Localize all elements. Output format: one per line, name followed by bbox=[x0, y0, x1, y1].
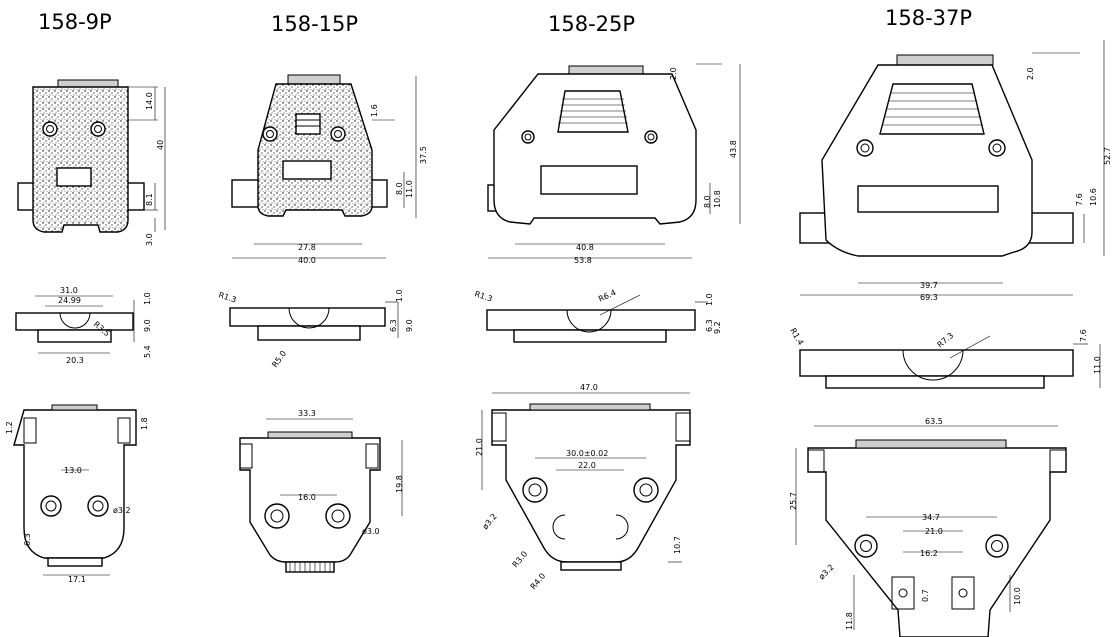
dim-25p-r6-4: R6.4 bbox=[597, 288, 617, 304]
dim-37p-11-8: 11.8 bbox=[845, 612, 854, 630]
dim-25p-22-0: 22.0 bbox=[578, 461, 596, 470]
view-158-15p-front bbox=[231, 74, 417, 259]
dim-15p-19-8: 19.8 bbox=[395, 475, 404, 493]
dim-25p-1-0: 1.0 bbox=[705, 293, 714, 306]
dim-25p-9-2: 9.2 bbox=[713, 321, 722, 334]
dim-25p-10-7: 10.7 bbox=[673, 536, 682, 554]
title-158-37p: 158-37P bbox=[885, 6, 973, 30]
dim-25p-d3-2: ø3.2 bbox=[481, 512, 499, 531]
dim-9p-14: 14.0 bbox=[145, 92, 154, 110]
title-158-9p: 158-9P bbox=[38, 10, 112, 34]
view-158-25p-side bbox=[486, 294, 708, 343]
dim-9p-6-3: 6.3 bbox=[23, 533, 32, 546]
dim-15p-16-0: 16.0 bbox=[298, 493, 316, 502]
dim-37p-69-3: 69.3 bbox=[920, 293, 938, 302]
dim-37p-7-6: 7.6 bbox=[1075, 193, 1084, 206]
dim-37p-r7-3: R7.3 bbox=[936, 331, 956, 350]
dim-37p-39-7: 39.7 bbox=[920, 281, 938, 290]
dim-37p-63-5: 63.5 bbox=[925, 417, 943, 426]
dim-37p-34-7: 34.7 bbox=[922, 513, 940, 522]
view-158-15p-side bbox=[229, 301, 399, 341]
title-158-15p: 158-15P bbox=[271, 12, 359, 36]
dim-25p-21-0: 21.0 bbox=[475, 438, 484, 456]
dim-25p-r1-3: R1.3 bbox=[473, 289, 493, 303]
dim-15p-6-3: 6.3 bbox=[389, 319, 398, 332]
dim-15p-1-6: 1.6 bbox=[370, 104, 379, 117]
dim-25p-40-8: 40.8 bbox=[576, 243, 594, 252]
dim-37p-25-7: 25.7 bbox=[789, 492, 798, 510]
dim-25p-43-8: 43.8 bbox=[729, 140, 738, 158]
dim-25p-6-3: 6.3 bbox=[705, 319, 714, 332]
view-158-37p-front bbox=[799, 40, 1105, 296]
dim-15p-11-0: 11.0 bbox=[405, 180, 414, 198]
dim-37p-r1-4: R1.4 bbox=[788, 327, 805, 347]
dim-15p-9-0: 9.0 bbox=[405, 319, 414, 332]
dim-37p-0-7: 0.7 bbox=[921, 589, 930, 602]
view-158-15p-inside bbox=[239, 418, 403, 573]
view-158-37p-side bbox=[799, 335, 1101, 389]
dim-9p-3-0: 3.0 bbox=[145, 233, 154, 246]
dim-25p-r4-0: R4.0 bbox=[529, 571, 548, 591]
dim-37p-16-2: 16.2 bbox=[920, 549, 938, 558]
dim-37p-11-0: 11.0 bbox=[1093, 356, 1102, 374]
dim-15p-d3-0: ø3.0 bbox=[362, 527, 380, 536]
dim-15p-r1-3: R1.3 bbox=[217, 290, 237, 304]
view-158-9p-inside bbox=[13, 404, 137, 576]
dim-15p-8-0: 8.0 bbox=[395, 182, 404, 195]
view-158-25p-front bbox=[487, 63, 741, 259]
dim-25p-2-0: 2.0 bbox=[669, 67, 678, 80]
dim-9p-1-8: 1.8 bbox=[140, 417, 149, 430]
dim-9p-31: 31.0 bbox=[60, 286, 78, 295]
dim-15p-1-0: 1.0 bbox=[395, 289, 404, 302]
dim-9p-24-99: 24.99 bbox=[58, 296, 81, 305]
view-158-9p-side bbox=[15, 295, 135, 354]
dim-25p-47-0: 47.0 bbox=[580, 383, 598, 392]
dim-15p-37-5: 37.5 bbox=[419, 146, 428, 164]
dim-9p-40: 40 bbox=[156, 140, 165, 150]
dim-25p-30-0: 30.0±0.02 bbox=[566, 449, 608, 458]
dim-37p-10-0: 10.0 bbox=[1013, 587, 1022, 605]
dim-37p-d3-2: ø3.2 bbox=[817, 563, 836, 582]
dim-9p-5-4: 5.4 bbox=[143, 345, 152, 358]
dim-25p-8-0: 8.0 bbox=[703, 195, 712, 208]
view-158-37p-inside bbox=[795, 425, 1067, 637]
view-158-25p-inside bbox=[481, 392, 691, 571]
view-158-9p-front bbox=[17, 79, 166, 233]
dim-37p-2-0: 2.0 bbox=[1026, 67, 1035, 80]
dim-25p-10-8: 10.8 bbox=[713, 190, 722, 208]
dim-37p-21-0: 21.0 bbox=[925, 527, 943, 536]
dim-9p-d3-2: ø3.2 bbox=[113, 506, 131, 515]
dim-37p-52-7: 52.7 bbox=[1103, 147, 1112, 165]
dim-9p-13: 13.0 bbox=[64, 466, 82, 475]
dim-25p-53-8: 53.8 bbox=[574, 256, 592, 265]
dim-9p-1-2: 1.2 bbox=[5, 421, 14, 434]
dim-15p-27-8: 27.8 bbox=[298, 243, 316, 252]
dim-9p-1-0: 1.0 bbox=[143, 292, 152, 305]
dim-37p-10-6: 10.6 bbox=[1089, 188, 1098, 206]
dim-25p-r3-0: R3.0 bbox=[511, 549, 530, 569]
title-158-25p: 158-25P bbox=[548, 12, 636, 36]
dim-9p-8-1: 8.1 bbox=[145, 193, 154, 206]
dim-15p-r5-0: R5.0 bbox=[270, 349, 288, 369]
dim-9p-17-1: 17.1 bbox=[68, 575, 86, 584]
dim-9p-20-3: 20.3 bbox=[66, 356, 84, 365]
dim-15p-33-3: 33.3 bbox=[298, 409, 316, 418]
dim-9p-9-0: 9.0 bbox=[143, 319, 152, 332]
dim-37p-7-6b: 7.6 bbox=[1079, 329, 1088, 342]
dim-15p-40-0: 40.0 bbox=[298, 256, 316, 265]
